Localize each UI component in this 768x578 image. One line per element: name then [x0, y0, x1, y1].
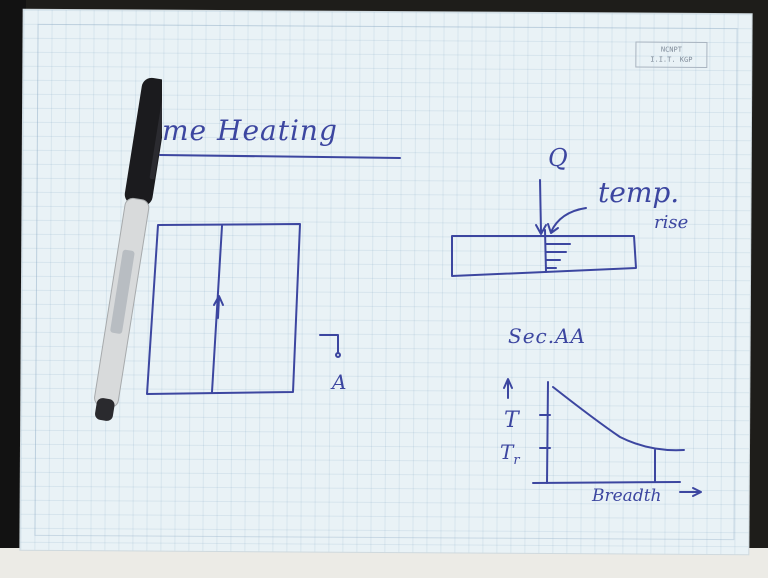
cross-section-bar	[451, 235, 637, 277]
section-mark-dot	[335, 352, 341, 358]
graph-curve	[552, 386, 685, 452]
plate-center-line	[211, 225, 223, 393]
section-label: Sec.AA	[508, 324, 586, 348]
axis-x-label: Breadth	[592, 486, 662, 506]
temp-pointer	[547, 207, 587, 234]
section-mark-label: A	[332, 370, 347, 394]
title-underline	[159, 154, 401, 159]
heat-flux-arrow	[535, 179, 547, 235]
graph-y-axis	[546, 381, 549, 484]
rise-label: rise	[654, 212, 689, 233]
flux-label: Q	[548, 144, 568, 172]
axis-tr-sub: r	[513, 453, 520, 468]
axis-tr-main: T	[500, 440, 514, 464]
section-mark-line	[319, 334, 339, 353]
marker-label	[110, 249, 135, 334]
plate-arrow	[213, 295, 224, 319]
marker-cap	[124, 77, 162, 206]
marker-pen-icon	[94, 77, 162, 421]
temp-profile	[545, 235, 579, 269]
axis-tr-label: Tr	[500, 440, 520, 468]
marker-cap-clip	[149, 88, 162, 180]
axis-t-label: T	[504, 408, 519, 433]
graph-x-axis	[532, 481, 681, 484]
temp-label: temp.	[598, 176, 680, 209]
graph-up-arrow	[503, 378, 513, 399]
breadth-arrow	[679, 487, 702, 497]
plate-outline	[146, 223, 301, 395]
heat-source-line	[544, 229, 547, 273]
marker-end	[95, 398, 115, 421]
heading-text: me Heating	[162, 114, 338, 147]
